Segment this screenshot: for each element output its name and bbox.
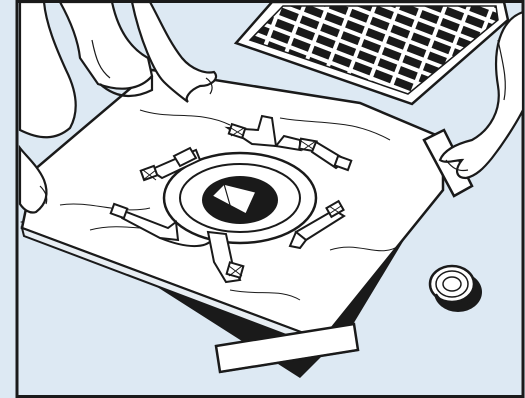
illustration-svg xyxy=(0,0,525,398)
illustration-frame xyxy=(0,0,525,398)
